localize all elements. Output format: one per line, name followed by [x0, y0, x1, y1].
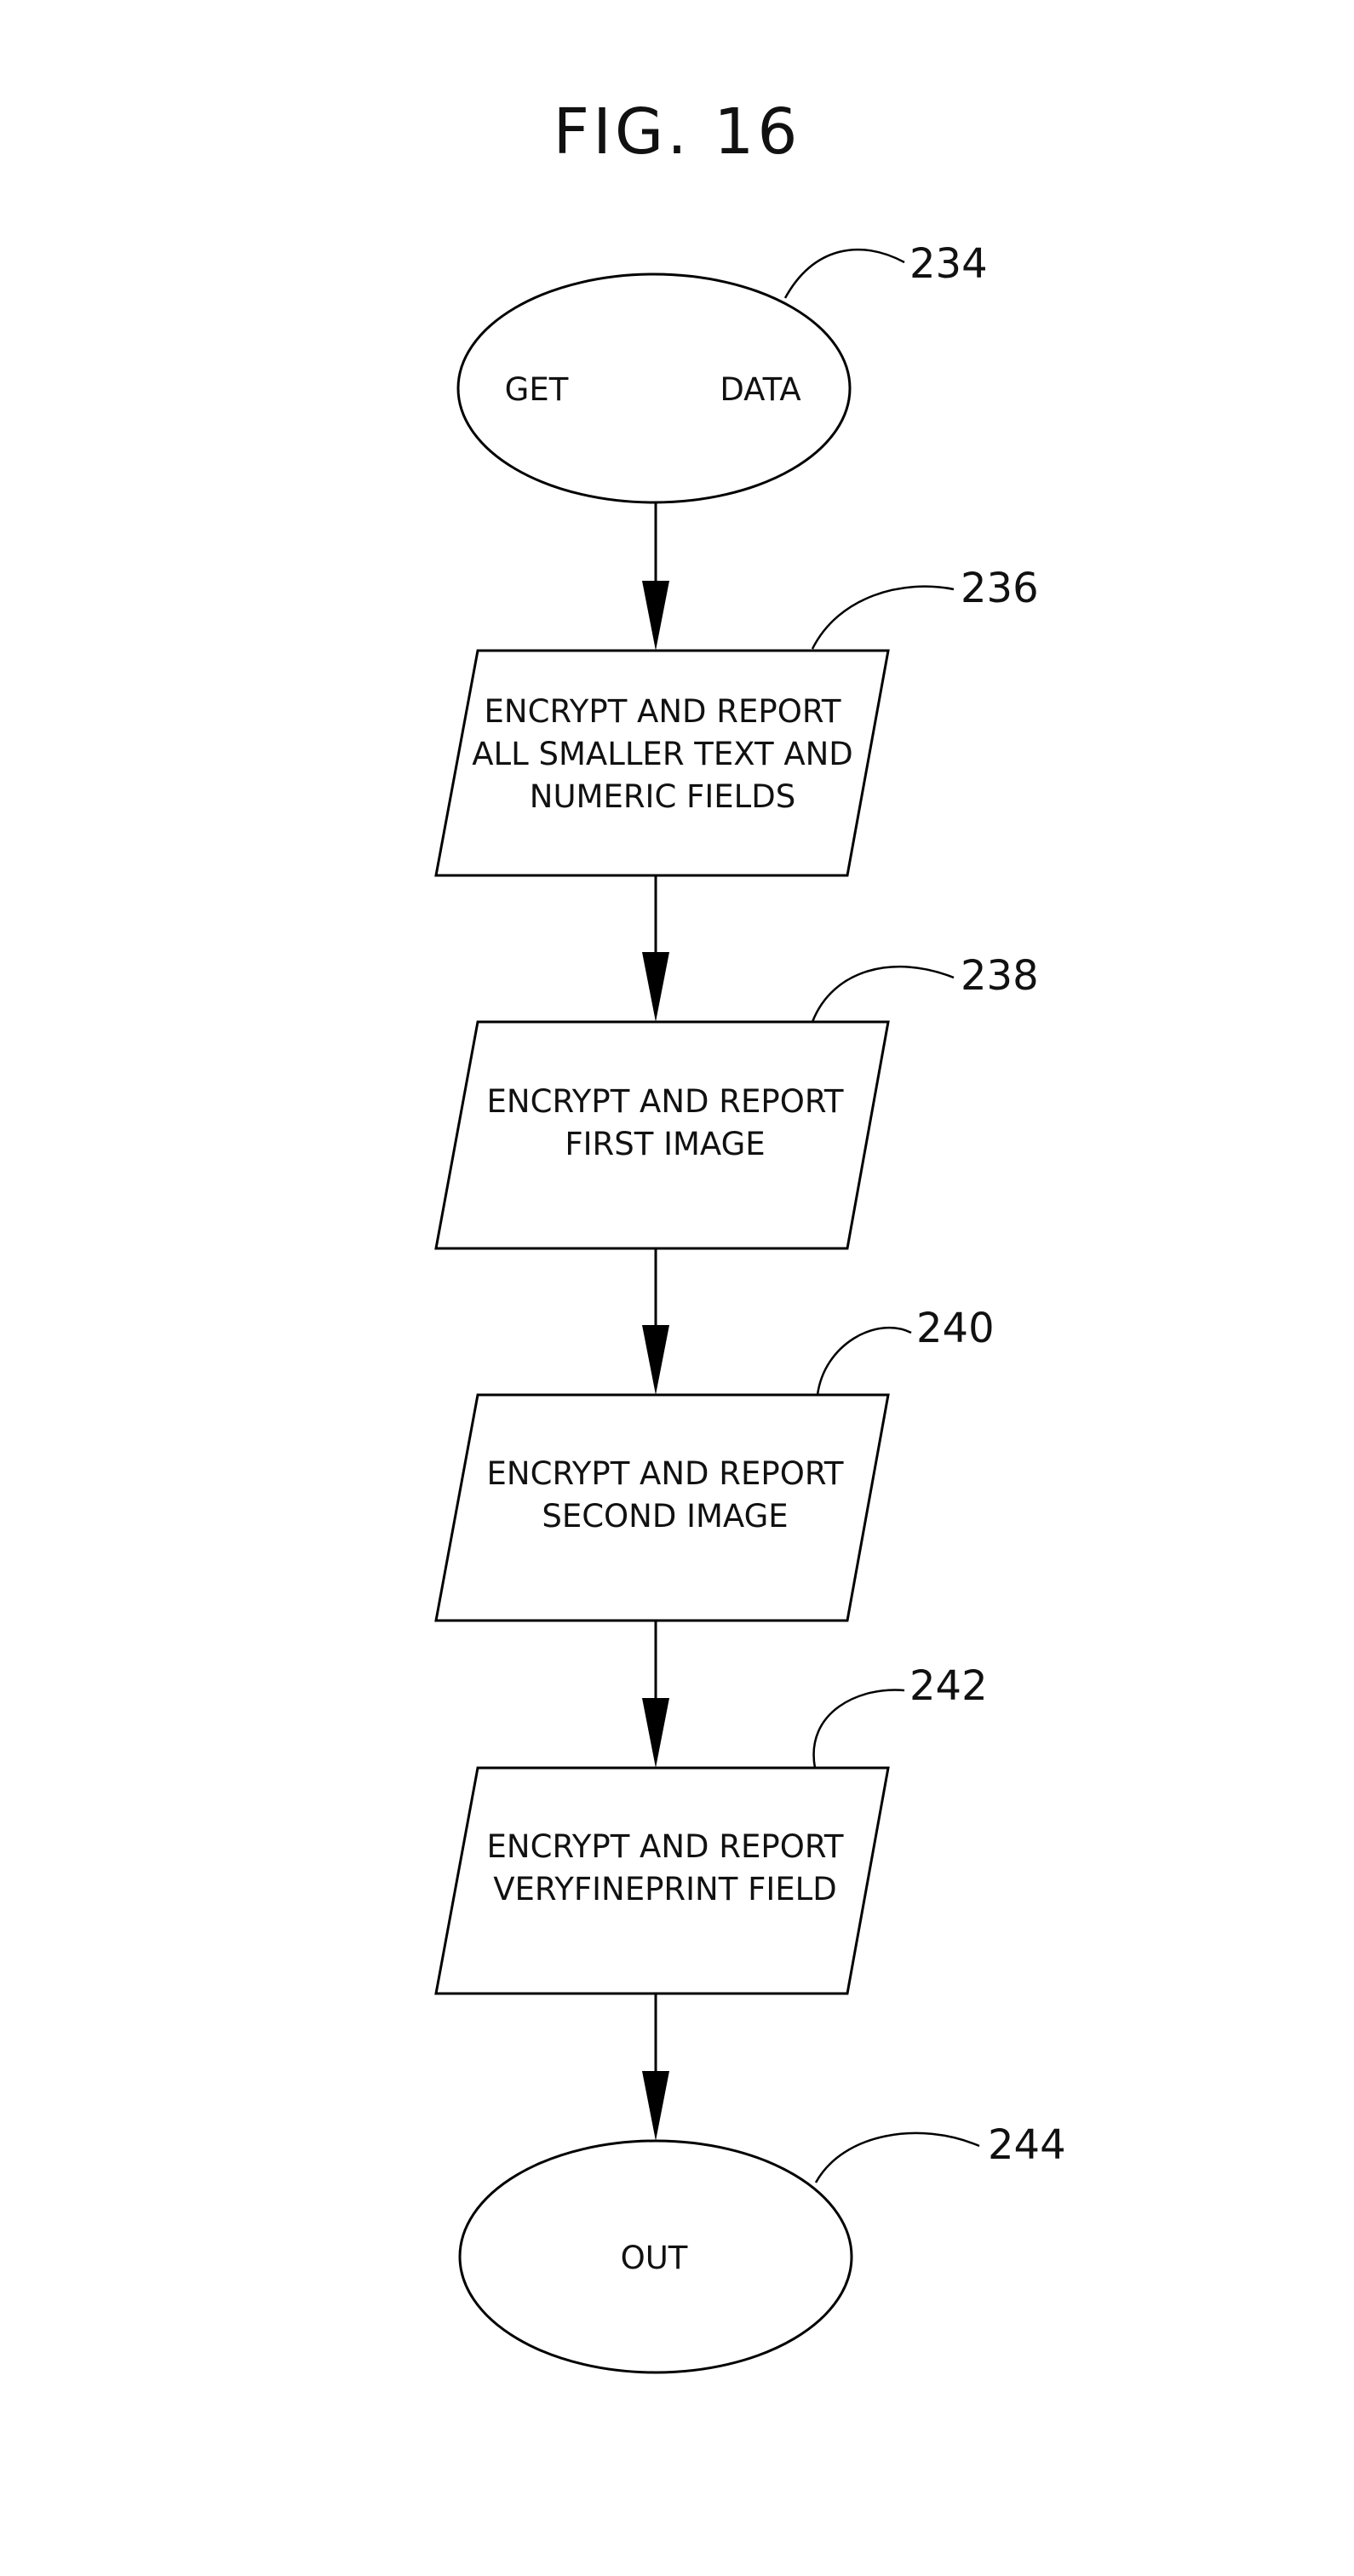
connector-arrow-240-242 — [642, 1621, 669, 1768]
reference-leader-240 — [818, 1328, 911, 1395]
connector-arrow-236-238 — [642, 875, 669, 1022]
node-240-label-1: ENCRYPT AND REPORT — [487, 1455, 844, 1492]
node-238: ENCRYPT AND REPORT FIRST IMAGE 238 — [436, 952, 1039, 1248]
connector-arrow-242-244 — [642, 1994, 669, 2141]
node-242-label-2: VERYFINEPRINT FIELD — [493, 1871, 837, 1908]
nodes-layer: GET DATA 234ENCRYPT AND REPORT ALL SMALLER … — [436, 240, 1066, 2372]
node-238-label-2: FIRST IMAGE — [565, 1126, 765, 1162]
reference-numeral-242: 242 — [909, 1662, 988, 1710]
connector-arrow-238-240 — [642, 1248, 669, 1395]
reference-numeral-236: 236 — [961, 565, 1039, 612]
node-236-label-1: ENCRYPT AND REPORT — [485, 693, 841, 730]
reference-numeral-234: 234 — [909, 240, 988, 288]
reference-numeral-238: 238 — [961, 952, 1039, 1000]
reference-leader-242 — [814, 1690, 904, 1768]
node-238-label-1: ENCRYPT AND REPORT — [487, 1083, 844, 1120]
node-242-label-1: ENCRYPT AND REPORT — [487, 1828, 844, 1865]
node-234-label-2: DATA — [720, 371, 800, 408]
node-242: ENCRYPT AND REPORT VERYFINEPRINT FIELD 242 — [436, 1662, 988, 1994]
figure-title: FIG. 16 — [554, 95, 801, 169]
reference-leader-236 — [812, 587, 954, 649]
reference-leader-244 — [816, 2133, 979, 2183]
node-244: OUT 244 — [460, 2121, 1066, 2372]
node-240: ENCRYPT AND REPORT SECOND IMAGE 240 — [436, 1305, 995, 1621]
reference-leader-234 — [785, 250, 904, 298]
reference-numeral-244: 244 — [988, 2121, 1066, 2169]
node-234: GET DATA 234 — [458, 240, 988, 502]
connector-arrow-234-236 — [642, 502, 669, 651]
node-236: ENCRYPT AND REPORT ALL SMALLER TEXT AND NU… — [436, 565, 1039, 875]
node-236-label-2: ALL SMALLER TEXT AND — [472, 736, 853, 772]
node-240-label-2: SECOND IMAGE — [542, 1498, 788, 1535]
node-244-label-1: OUT — [621, 2240, 688, 2276]
reference-numeral-240: 240 — [916, 1305, 995, 1352]
node-236-label-3: NUMERIC FIELDS — [530, 778, 795, 815]
reference-leader-238 — [812, 967, 954, 1022]
node-234-label-1: GET — [505, 371, 569, 408]
